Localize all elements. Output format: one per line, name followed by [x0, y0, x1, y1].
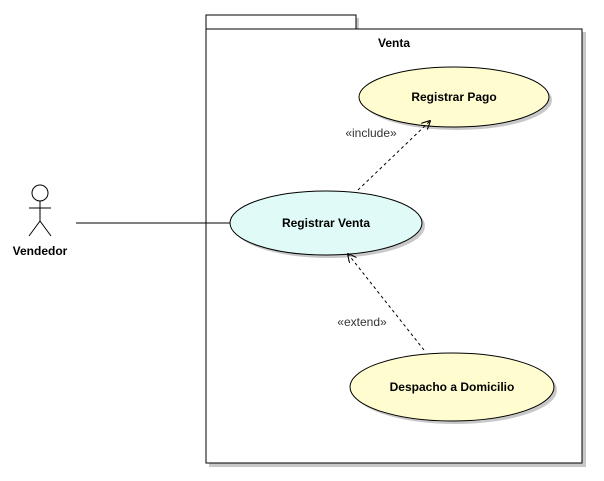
use-case-registrar-venta-shape	[229, 190, 423, 256]
package-tab	[205, 14, 357, 30]
include-arrow[interactable]	[357, 121, 430, 191]
use-case-despacho-shape	[349, 352, 555, 422]
include-label: «include»	[345, 126, 397, 140]
use-case-despacho-label: Despacho a Domicilio	[390, 380, 515, 394]
actor-head	[31, 184, 49, 202]
use-case-registrar-pago[interactable]: Registrar Pago	[358, 66, 552, 130]
use-case-registrar-venta-label: Registrar Venta	[282, 216, 370, 230]
actor-vendedor[interactable]	[28, 184, 52, 237]
extend-label: «extend»	[337, 315, 387, 329]
extend-arrow[interactable]	[348, 254, 425, 351]
actor-label: Vendedor	[13, 244, 68, 258]
actor-right-leg	[39, 220, 52, 237]
use-case-registrar-venta[interactable]: Registrar Venta	[229, 190, 425, 258]
use-case-despacho-a-domicilio[interactable]: Despacho a Domicilio	[349, 352, 557, 424]
package-title: Venta	[378, 36, 410, 50]
use-case-registrar-pago-shape	[358, 66, 550, 128]
actor-left-leg	[28, 220, 41, 237]
use-case-registrar-pago-label: Registrar Pago	[411, 90, 496, 104]
